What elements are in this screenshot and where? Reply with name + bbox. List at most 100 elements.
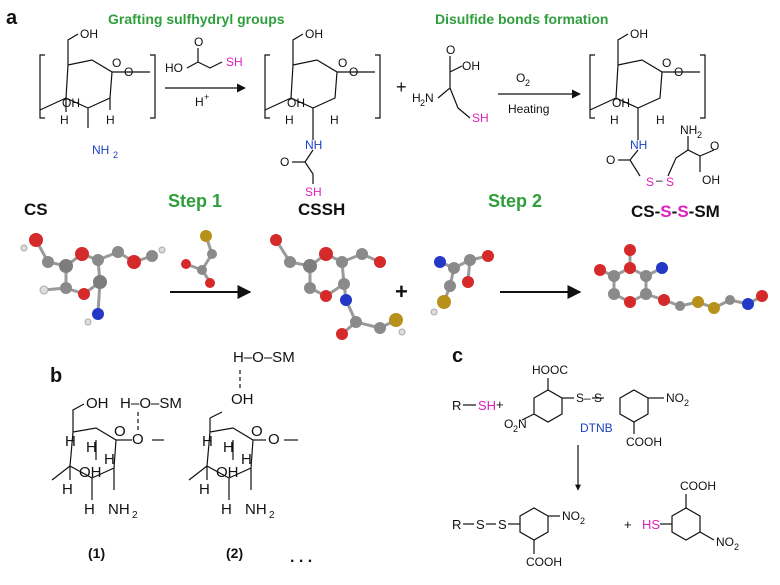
- cssh-structure: OH O O OH H H NH O SH: [264, 27, 381, 199]
- svg-text:H: H: [60, 113, 69, 127]
- svg-text:OH: OH: [305, 27, 323, 41]
- svg-text:H: H: [285, 113, 294, 127]
- svg-text:COOH: COOH: [680, 479, 716, 493]
- svg-text:OH: OH: [702, 173, 720, 187]
- ball-stick-thioglycolic: [181, 230, 217, 288]
- panel-b-structures: OH O O OH H H NH 2 H H H H –O–SM OH O O …: [51, 349, 298, 521]
- svg-text:O: O: [132, 431, 144, 448]
- svg-text:HOOC: HOOC: [532, 363, 568, 377]
- svg-text:O: O: [674, 65, 683, 79]
- svg-text:H: H: [241, 451, 252, 468]
- panel-label-a: a: [6, 7, 18, 29]
- label-step-1: Step 1: [168, 191, 222, 211]
- ball-stick-cssh: [270, 234, 406, 340]
- ball-stick-cysteine: [430, 250, 494, 316]
- svg-text:H: H: [610, 113, 619, 127]
- svg-text:+: +: [204, 92, 209, 102]
- svg-text:OH: OH: [80, 27, 98, 41]
- svg-text:R: R: [452, 517, 461, 532]
- svg-text:S: S: [476, 517, 485, 532]
- svg-text:R: R: [452, 398, 461, 413]
- svg-text:O: O: [251, 423, 263, 440]
- svg-text:2: 2: [734, 542, 739, 552]
- label-b-ellipsis: . . .: [290, 549, 312, 566]
- svg-text:SH: SH: [478, 398, 496, 413]
- svg-text:2: 2: [513, 424, 518, 434]
- svg-text:O: O: [338, 56, 347, 70]
- label-b-1: (1): [88, 545, 105, 561]
- reagent-thioglycolic-acid: HO O SH: [165, 35, 243, 75]
- plus-sign-2: +: [395, 279, 408, 304]
- header-grafting: Grafting sulfhydryl groups: [108, 11, 285, 27]
- svg-text:NO: NO: [562, 509, 580, 523]
- svg-text:H: H: [199, 481, 210, 498]
- svg-text:O: O: [280, 155, 289, 169]
- svg-text:SH: SH: [226, 55, 243, 69]
- svg-text:NH: NH: [680, 123, 697, 137]
- svg-text:H: H: [62, 481, 73, 498]
- svg-text:SH: SH: [472, 111, 489, 125]
- svg-text:H: H: [195, 95, 204, 109]
- svg-text:O: O: [710, 139, 719, 153]
- svg-text:O: O: [268, 431, 280, 448]
- svg-text:N: N: [518, 417, 527, 431]
- svg-text:2: 2: [132, 510, 138, 521]
- svg-text:H–O–SM: H–O–SM: [233, 349, 295, 366]
- svg-text:H: H: [86, 439, 97, 456]
- svg-text:NH: NH: [92, 143, 109, 157]
- svg-text:SH: SH: [305, 185, 322, 199]
- svg-text:H: H: [202, 433, 213, 450]
- svg-text:H: H: [221, 501, 232, 518]
- svg-text:2: 2: [684, 398, 689, 408]
- svg-text:H: H: [412, 91, 421, 105]
- svg-text:OH: OH: [216, 464, 239, 481]
- ball-stick-cs-s-s-sm: [594, 244, 768, 314]
- label-dtnb: DTNB: [580, 421, 613, 435]
- svg-text:S: S: [594, 391, 602, 405]
- svg-text:O: O: [124, 65, 133, 79]
- panel-c-structures: R SH + HOOC O 2 N S – S NO 2 COOH DTNB R…: [452, 363, 739, 569]
- svg-text:S: S: [498, 517, 507, 532]
- svg-text:O: O: [662, 56, 671, 70]
- svg-text:H: H: [84, 501, 95, 518]
- svg-text:2: 2: [697, 130, 702, 140]
- svg-text:S: S: [646, 175, 654, 189]
- svg-text:2: 2: [113, 150, 118, 160]
- svg-text:S: S: [666, 175, 674, 189]
- svg-text:2: 2: [269, 510, 275, 521]
- svg-text:OH: OH: [231, 391, 254, 408]
- svg-text:O: O: [516, 71, 525, 85]
- svg-text:O: O: [194, 35, 203, 49]
- label-step-2: Step 2: [488, 191, 542, 211]
- header-disulfide: Disulfide bonds formation: [435, 11, 608, 27]
- svg-text:OH: OH: [62, 96, 80, 110]
- svg-text:O: O: [606, 153, 615, 167]
- svg-text:O: O: [504, 417, 513, 431]
- svg-text:+: +: [624, 517, 632, 532]
- svg-text:H: H: [223, 439, 234, 456]
- svg-text:–: –: [584, 391, 591, 405]
- svg-text:H: H: [106, 113, 115, 127]
- svg-text:2: 2: [525, 78, 530, 88]
- reagent-cysteine: O OH H 2 N SH: [412, 43, 489, 125]
- panel-label-c: c: [452, 345, 463, 367]
- svg-text:O: O: [114, 423, 126, 440]
- svg-text:H: H: [330, 113, 339, 127]
- svg-text:Heating: Heating: [508, 102, 549, 116]
- svg-text:S: S: [576, 391, 584, 405]
- svg-text:2: 2: [420, 98, 425, 108]
- cs-structure: OH O O OH H H NH 2: [39, 27, 156, 160]
- label-cssh: CSSH: [298, 200, 345, 219]
- label-b-2: (2): [226, 545, 243, 561]
- svg-text:O: O: [349, 65, 358, 79]
- svg-text:OH: OH: [612, 96, 630, 110]
- panel-label-b: b: [50, 365, 62, 387]
- cs-s-s-sm-structure: OH O O OH H H NH O NH 2 O OH S – S: [589, 27, 720, 189]
- svg-text:+: +: [496, 397, 504, 412]
- label-cs: CS: [24, 200, 48, 219]
- svg-text:NH: NH: [245, 501, 267, 518]
- svg-text:HS: HS: [642, 517, 660, 532]
- ball-stick-cs: [20, 233, 166, 326]
- svg-text:H: H: [120, 395, 131, 412]
